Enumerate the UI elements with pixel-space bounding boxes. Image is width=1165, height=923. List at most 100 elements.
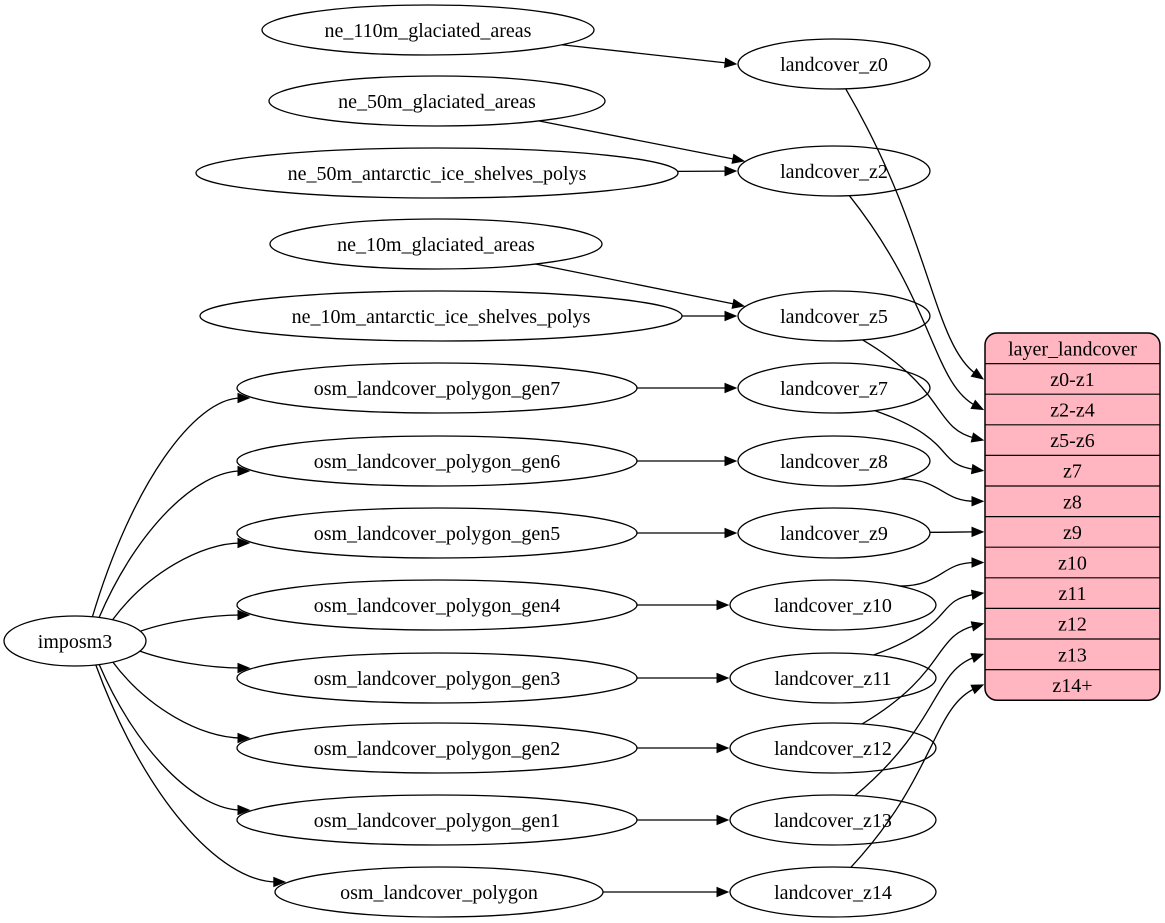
node-landcover_z5: landcover_z5 [737,290,931,342]
arrowhead-icon [970,368,985,380]
node-label-ne_10m_antarctic_ice_shelves_polys: ne_10m_antarctic_ice_shelves_polys [292,306,591,328]
node-ne_110m_glaciated_areas: ne_110m_glaciated_areas [261,4,595,56]
edge-imposm3-to-osm_landcover_polygon_gen7 [91,392,251,617]
edge-imposm3-to-osm_landcover_polygon_gen2 [112,661,251,744]
edge-ne_50m_antarctic_ice_shelves_polys-to-landcover_z2 [677,165,738,177]
node-label-landcover_z10: landcover_z10 [774,595,892,617]
node-landcover_z2: landcover_z2 [737,145,931,197]
arrowhead-icon [716,886,730,898]
edge-line [95,664,277,883]
node-ellipse-ne_50m_antarctic_ice_shelves_polys [195,147,679,199]
table-title: layer_landcover [1008,338,1137,360]
edge-line [91,397,242,617]
node-ellipse-landcover_z9 [737,507,931,559]
node-label-landcover_z9: landcover_z9 [780,523,888,545]
node-label-landcover_z8: landcover_z8 [780,451,888,473]
edge-osm_landcover_polygon-to-landcover_z14 [602,886,730,898]
edge-landcover_z2-to-z2-z4 [848,195,985,411]
node-ellipse-ne_10m_glaciated_areas [269,218,603,270]
table-row-z8: z8 [1063,491,1082,513]
edge-line [98,470,242,618]
arrowhead-icon [237,732,251,744]
table-layer-landcover: layer_landcoverz0-z1z2-z4z5-z6z7z8z9z10z… [984,332,1161,701]
edge-line [854,656,976,797]
node-landcover_z14: landcover_z14 [729,866,937,918]
arrowhead-icon [724,165,738,177]
node-landcover_z8: landcover_z8 [737,435,931,487]
edge-imposm3-to-osm_landcover_polygon_gen1 [98,664,251,816]
table-row-z12: z12 [1058,614,1087,636]
edge-line [899,561,976,587]
node-osm_landcover_polygon: osm_landcover_polygon [274,866,604,918]
node-label-osm_landcover_polygon: osm_landcover_polygon [340,882,538,904]
node-ellipse-landcover_z13 [729,794,937,846]
edge-osm_landcover_polygon_gen2-to-landcover_z12 [636,742,730,754]
node-ne_10m_glaciated_areas: ne_10m_glaciated_areas [269,218,603,270]
arrowhead-icon [970,463,985,475]
edge-osm_landcover_polygon_gen3-to-landcover_z11 [637,672,730,684]
edge-ne_50m_glaciated_areas-to-landcover_z2 [538,120,746,164]
edge-osm_landcover_polygon_gen6-to-landcover_z8 [637,455,738,467]
node-label-landcover_z0: landcover_z0 [780,54,888,76]
edge-imposm3-to-osm_landcover_polygon_gen5 [112,537,251,621]
node-label-ne_50m_antarctic_ice_shelves_polys: ne_50m_antarctic_ice_shelves_polys [288,163,587,185]
node-landcover_z13: landcover_z13 [729,794,937,846]
node-landcover_z7: landcover_z7 [737,362,931,414]
arrowhead-icon [724,455,738,467]
edge-line [900,478,976,502]
node-label-osm_landcover_polygon_gen4: osm_landcover_polygon_gen4 [314,595,561,617]
edge-line [850,687,976,868]
edge-line [848,195,977,407]
arrowhead-icon [731,153,746,164]
node-ellipse-ne_110m_glaciated_areas [261,4,595,56]
node-landcover_z12: landcover_z12 [729,722,937,774]
table-row-z7: z7 [1063,461,1082,483]
table-row-z13: z13 [1058,644,1087,666]
arrowhead-icon [970,432,985,443]
node-osm_landcover_polygon_gen5: osm_landcover_polygon_gen5 [236,507,638,559]
arrowhead-icon [237,537,251,549]
node-ne_50m_antarctic_ice_shelves_polys: ne_50m_antarctic_ice_shelves_polys [195,147,679,199]
node-label-osm_landcover_polygon_gen7: osm_landcover_polygon_gen7 [314,378,561,400]
edge-landcover_z8-to-z8 [900,478,985,507]
node-ellipse-landcover_z12 [729,722,937,774]
node-ellipse-landcover_z0 [737,38,931,90]
edge-landcover_z0-to-z0-z1 [845,88,985,380]
edge-osm_landcover_polygon_gen1-to-landcover_z13 [637,814,730,826]
edge-line [873,593,976,656]
arrowhead-icon [237,609,251,621]
table-row-z2-z4: z2-z4 [1050,400,1094,422]
node-label-ne_50m_glaciated_areas: ne_50m_glaciated_areas [338,91,536,113]
edge-landcover_z11-to-z11 [873,589,985,656]
node-label-ne_110m_glaciated_areas: ne_110m_glaciated_areas [325,20,532,42]
edge-line [862,339,976,439]
edge-line [112,661,242,739]
node-label-osm_landcover_polygon_gen3: osm_landcover_polygon_gen3 [314,668,561,690]
edge-osm_landcover_polygon_gen7-to-landcover_z7 [636,382,738,394]
arrowhead-icon [716,742,730,754]
node-landcover_z10: landcover_z10 [729,579,937,631]
edge-line [874,409,976,471]
arrowhead-icon [237,465,251,477]
arrowhead-icon [724,57,738,68]
edge-line [535,263,737,306]
edge-line [112,542,242,621]
table-row-z14+: z14+ [1052,675,1092,697]
arrowhead-icon [971,526,985,538]
node-label-landcover_z13: landcover_z13 [774,810,892,832]
node-label-osm_landcover_polygon_gen5: osm_landcover_polygon_gen5 [314,523,561,545]
arrowhead-icon [724,527,738,539]
arrowhead-icon [970,399,985,411]
arrowhead-icon [970,621,985,632]
node-label-osm_landcover_polygon_gen2: osm_landcover_polygon_gen2 [314,738,561,760]
node-label-landcover_z2: landcover_z2 [780,161,888,183]
edge-ne_110m_glaciated_areas-to-landcover_z0 [561,44,738,68]
node-imposm3: imposm3 [3,615,147,667]
node-osm_landcover_polygon_gen1: osm_landcover_polygon_gen1 [236,794,638,846]
node-landcover_z0: landcover_z0 [737,38,931,90]
arrowhead-icon [970,589,985,601]
edge-landcover_z13-to-z13 [854,653,985,797]
node-ellipse-landcover_z8 [737,435,931,487]
node-label-osm_landcover_polygon_gen6: osm_landcover_polygon_gen6 [314,451,561,473]
edge-imposm3-to-osm_landcover_polygon_gen6 [98,465,251,618]
